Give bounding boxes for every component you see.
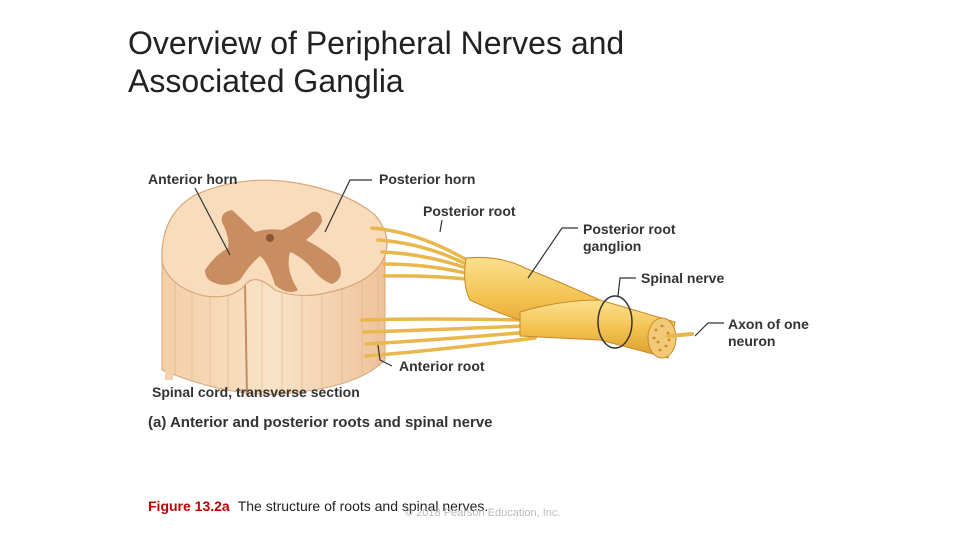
label-posterior-root-ganglion-line-2: ganglion	[583, 238, 642, 254]
leader-lines	[194, 179, 724, 367]
label-axon-line-2: neuron	[728, 333, 776, 349]
label-spinal-nerve: Spinal nerve	[641, 270, 725, 286]
label-axon-line-1: Axon of one	[728, 316, 809, 332]
slide-title-line-1: Overview of Peripheral Nerves and	[128, 25, 625, 61]
posterior-root	[370, 226, 478, 282]
slide-title: Overview of Peripheral Nerves and Associ…	[128, 24, 828, 100]
label-spinal-cord: Spinal cord, transverse section	[152, 384, 360, 400]
figure-caption: Figure 13.2a The structure of roots and s…	[148, 498, 488, 514]
label-anterior-horn: Anterior horn	[148, 171, 238, 187]
label-axon-of-one-neuron: Axon of one neuron	[728, 316, 809, 350]
label-posterior-root-ganglion-line-1: Posterior root	[583, 221, 676, 237]
label-posterior-horn: Posterior horn	[379, 171, 476, 187]
figure-caption-text: The structure of roots and spinal nerves…	[237, 498, 489, 514]
spinal-nerve-highlight	[597, 295, 633, 349]
spinal-cord	[161, 179, 388, 396]
gray-matter	[205, 210, 341, 293]
axon	[666, 332, 694, 338]
figure-number: Figure 13.2a	[148, 498, 230, 514]
label-posterior-root-ganglion: Posterior root ganglion	[583, 221, 676, 255]
anterior-root	[360, 317, 537, 358]
copyright-notice: © 2018 Pearson Education, Inc.	[405, 507, 561, 519]
panel-caption: (a) Anterior and posterior roots and spi…	[148, 414, 493, 431]
label-posterior-root: Posterior root	[423, 203, 516, 219]
label-anterior-root: Anterior root	[399, 358, 485, 374]
ganglion-and-nerve	[464, 257, 694, 359]
slide-title-line-2: Associated Ganglia	[128, 63, 404, 99]
spinal-nerve-cut-end	[647, 317, 677, 359]
